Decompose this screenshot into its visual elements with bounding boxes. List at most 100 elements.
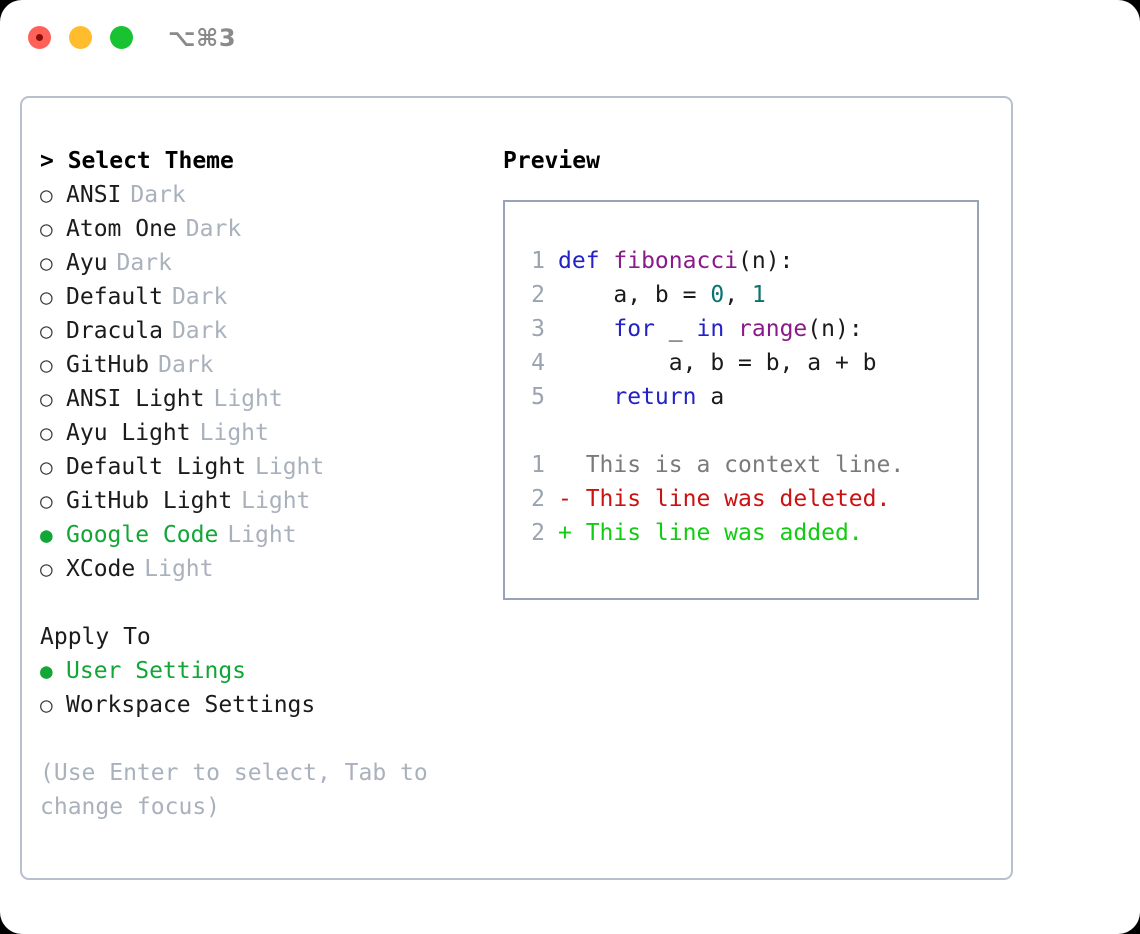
code-line-number: 3	[531, 316, 545, 342]
code-token: ,	[724, 282, 752, 308]
radio-selected-icon: ●	[40, 659, 53, 683]
theme-option-xcode[interactable]: ○ XCode Light	[40, 552, 495, 586]
code-token: 0	[710, 282, 725, 308]
theme-option-variant-tag: Light	[241, 488, 311, 514]
code-token: for	[613, 316, 655, 342]
code-line-number: 5	[531, 384, 545, 410]
code-line-number: 2	[531, 282, 545, 308]
theme-option-github-light[interactable]: ○ GitHub Light Light	[40, 484, 495, 518]
radio-unselected-icon: ○	[40, 387, 53, 411]
theme-option-label: Dracula	[66, 318, 163, 344]
theme-option-default[interactable]: ○ Default Dark	[40, 280, 495, 314]
code-line-content: def fibonacci(n):	[558, 244, 793, 278]
keyboard-hint-text: (Use Enter to select, Tab to change focu…	[40, 760, 442, 820]
theme-option-variant-tag: Dark	[185, 216, 242, 242]
radio-selected-icon: ●	[40, 523, 53, 547]
theme-option-ansi[interactable]: ○ ANSI Dark	[40, 178, 495, 212]
apply-option-label: User Settings	[66, 658, 247, 684]
code-token: a, b = b, a + b	[558, 350, 877, 376]
theme-option-label: Ayu	[66, 250, 108, 276]
theme-option-variant-tag: Light	[213, 386, 283, 412]
code-line: 4 a, b = b, a + b	[505, 346, 977, 380]
code-line: 2 a, b = 0, 1	[505, 278, 977, 312]
theme-option-label: Atom One	[66, 216, 177, 242]
minimize-button[interactable]	[69, 26, 92, 49]
apply-to-option-list[interactable]: ● User Settings ○Workspace Settings	[40, 654, 495, 722]
theme-option-label: ANSI	[66, 182, 122, 208]
theme-option-ansi-light[interactable]: ○ ANSI Light Light	[40, 382, 495, 416]
diff-line-number: 2	[531, 520, 545, 546]
code-line: 1 def fibonacci(n):	[505, 244, 977, 278]
diff-line-content: This is a context line.	[558, 452, 905, 478]
diff-line: 2 + This line was added.	[505, 516, 977, 550]
radio-unselected-icon: ○	[40, 557, 53, 581]
radio-unselected-icon: ○	[40, 489, 53, 513]
code-line-content: a, b = 0, 1	[558, 278, 766, 312]
close-button[interactable]	[28, 26, 51, 49]
code-line-number: 4	[531, 350, 545, 376]
code-token: _	[654, 316, 697, 342]
theme-option-label: Google Code	[66, 522, 219, 548]
code-token: 1	[751, 282, 766, 308]
diff-line: 2- This line was deleted.	[505, 482, 977, 516]
preview-spacer	[505, 414, 977, 448]
window-controls	[28, 26, 133, 49]
radio-unselected-icon: ○	[40, 285, 53, 309]
apply-option-workspace-settings[interactable]: ○Workspace Settings	[40, 688, 495, 722]
code-token: in	[696, 316, 725, 342]
theme-option-ayu-light[interactable]: ○ Ayu Light Light	[40, 416, 495, 450]
theme-option-label: GitHub Light	[66, 488, 233, 514]
radio-unselected-icon: ○	[40, 217, 53, 241]
maximize-button[interactable]	[110, 26, 133, 49]
title-bar: ⌥⌘3	[0, 0, 1140, 78]
code-token	[724, 316, 738, 342]
theme-option-label: ANSI Light	[66, 386, 205, 412]
code-token: fibonacci	[613, 248, 739, 274]
theme-option-variant-tag: Dark	[171, 318, 228, 344]
code-line: 3 for _ in range(n):	[505, 312, 977, 346]
code-token: (n):	[738, 248, 794, 274]
code-token	[558, 384, 613, 410]
theme-option-label: Default Light	[66, 454, 247, 480]
radio-unselected-icon: ○	[40, 353, 53, 377]
code-token	[558, 316, 613, 342]
apply-option-user-settings[interactable]: ● User Settings	[40, 654, 495, 688]
theme-option-variant-tag: Dark	[130, 182, 186, 208]
theme-option-variant-tag: Dark	[171, 284, 228, 310]
theme-option-label: XCode	[66, 556, 136, 582]
code-line-content: return a	[558, 380, 724, 414]
theme-option-label: GitHub	[66, 352, 150, 378]
code-line-number: 1	[531, 248, 545, 274]
theme-option-label: Default	[66, 284, 163, 310]
diff-line-number: 1	[531, 452, 545, 478]
theme-option-label: Ayu Light	[66, 420, 191, 446]
code-token: range	[738, 316, 808, 342]
diff-line-content: - This line was deleted.	[558, 486, 891, 512]
code-line: 5 return a	[505, 380, 977, 414]
select-theme-heading: > Select Theme	[40, 148, 234, 174]
radio-unselected-icon: ○	[40, 421, 53, 445]
radio-unselected-icon: ○	[40, 183, 53, 207]
theme-option-variant-tag: Light	[199, 420, 269, 446]
diff-line-content: + This line was added.	[558, 520, 863, 546]
theme-option-atom-one[interactable]: ○ Atom One Dark	[40, 212, 495, 246]
code-line-content: a, b = b, a + b	[558, 346, 877, 380]
theme-option-variant-tag: Light	[144, 556, 214, 582]
keyboard-shortcut-label: ⌥⌘3	[168, 24, 237, 52]
code-token: (n):	[807, 316, 863, 342]
apply-to-section: Apply To ● User Settings ○Workspace Settin…	[40, 620, 495, 722]
apply-to-heading: Apply To	[40, 624, 151, 650]
code-line-content: for _ in range(n):	[558, 312, 863, 346]
diff-sample: 1 This is a context line.2- This line wa…	[505, 448, 977, 550]
